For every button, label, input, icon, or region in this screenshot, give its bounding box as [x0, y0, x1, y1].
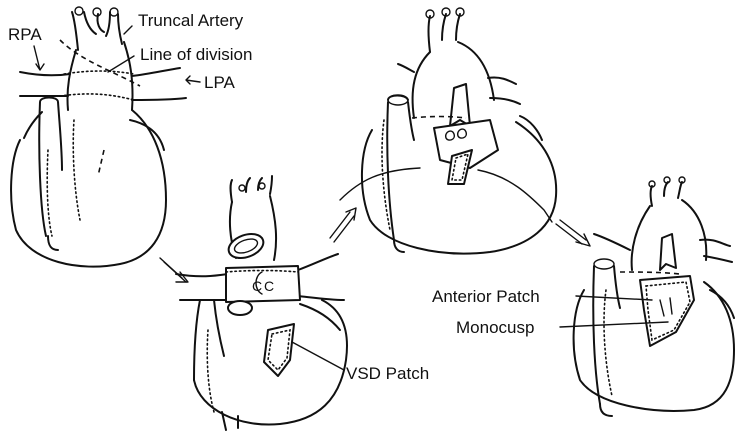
svg-text:C: C [264, 278, 274, 294]
arrow-right-down-icon [556, 220, 590, 246]
panel-2-heart: C C [176, 176, 347, 430]
panel-3-heart [340, 8, 556, 254]
vsd-patch-label: VSD Patch [346, 365, 429, 382]
truncal-artery-label: Truncal Artery [138, 12, 243, 29]
vsd-patch-leader [292, 342, 344, 370]
monocusp-label: Monocusp [456, 319, 534, 336]
arrow-right-down-icon [160, 258, 188, 282]
lpa-leader [186, 76, 200, 84]
anterior-patch-leader [576, 296, 652, 300]
lpa-label: LPA [204, 74, 235, 91]
svg-text:C: C [252, 278, 262, 294]
rpa-leader [34, 46, 44, 70]
rpa-label: RPA [8, 26, 42, 43]
arrow-right-up-icon [330, 208, 356, 242]
anterior-patch-label: Anterior Patch [432, 288, 540, 305]
line-of-division-label: Line of division [140, 46, 252, 63]
truncal-artery-leader [124, 26, 132, 34]
